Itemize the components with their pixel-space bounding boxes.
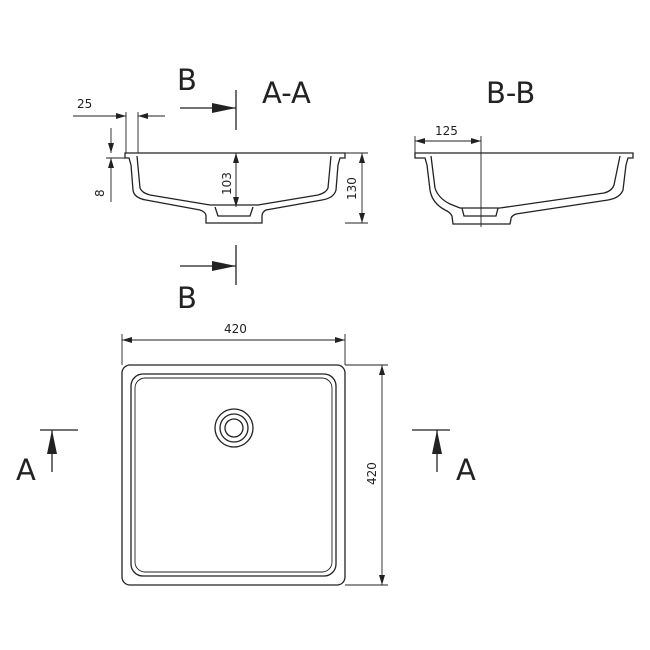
sink-outline (121, 364, 346, 586)
cut-label-a-left: A (16, 453, 36, 487)
dim-rim-width: 25 (77, 97, 92, 111)
dim-plan-depth: 420 (365, 462, 379, 485)
section-b-b-title: B-B (486, 76, 535, 110)
plan-view: 420 420 (121, 322, 388, 586)
cut-marker-a: A A (16, 429, 476, 487)
section-a-a-inner (136, 155, 332, 206)
drain-ring (219, 413, 249, 443)
section-a-a: A-A 25 8 103 130 (73, 76, 368, 224)
basin-inner-outline (134, 377, 333, 573)
cut-label-b-top: B (177, 63, 197, 97)
cut-marker-b: B B (177, 63, 237, 315)
dim-plan-width: 420 (224, 322, 247, 336)
basin-outline (130, 373, 337, 577)
cut-label-a-right: A (456, 453, 476, 487)
section-a-a-title: A-A (262, 76, 311, 110)
dim-rim-thickness: 8 (93, 189, 107, 197)
drain-section (214, 206, 254, 217)
drain-icon (214, 408, 254, 448)
drain-section-b (461, 207, 499, 217)
section-a-a-profile (124, 152, 346, 224)
dim-drain-offset: 125 (435, 124, 458, 138)
section-b-b-profile (414, 152, 634, 225)
dim-inner-depth: 103 (220, 172, 234, 195)
section-b-b-inner (430, 155, 621, 209)
section-b-b: B-B 125 (414, 76, 634, 227)
drain-center (224, 418, 244, 438)
cut-label-b-bottom: B (177, 281, 197, 315)
dim-total-height: 130 (345, 177, 359, 200)
